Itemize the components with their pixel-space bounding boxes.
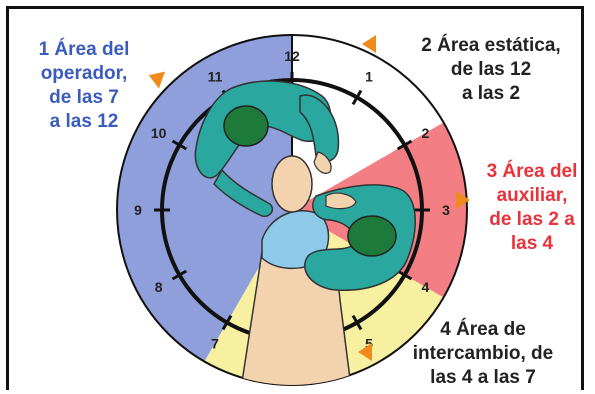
caption-operator-area: 1 Área del operador, de las 7 a las 12 xyxy=(18,38,150,134)
arrow-operator-icon xyxy=(148,71,166,89)
caption-exchange-line-3: las 4 a las 7 xyxy=(430,367,536,388)
caption-operator-line-2: operador, xyxy=(40,63,128,84)
caption-operator-line-3: de las 7 xyxy=(49,87,119,108)
arrow-assistant-icon xyxy=(456,191,470,209)
zone-arrows xyxy=(148,35,470,361)
clock-tick xyxy=(171,269,188,281)
clock-number-10: 10 xyxy=(151,125,167,141)
clock-tick xyxy=(396,139,413,151)
clock-tick xyxy=(396,269,413,281)
dentist-lower-arm xyxy=(213,168,274,218)
patient-head xyxy=(271,155,313,213)
caption-assistant-line-1: 3 Área del xyxy=(486,161,578,182)
caption-static-line-1: 2 Área estática, xyxy=(421,35,561,56)
caption-static-line-2: de las 12 xyxy=(450,59,532,80)
clock-tick xyxy=(351,89,363,106)
clock-number-11: 11 xyxy=(208,69,223,85)
clock-numbers: 121234567891011 xyxy=(134,48,450,372)
caption-exchange-line-2: intercambio, de xyxy=(412,343,554,364)
dentist-hand xyxy=(313,151,332,174)
clock-number-3: 3 xyxy=(442,202,450,218)
dental-scene-illustration xyxy=(194,80,416,385)
caption-operator-line-4: a las 12 xyxy=(49,111,119,132)
caption-static-line-3: a las 2 xyxy=(461,83,521,104)
clock-number-8: 8 xyxy=(155,279,163,295)
caption-operator-line-1: 1 Área del xyxy=(38,39,130,60)
caption-exchange-line-1: 4 Área de xyxy=(440,319,526,340)
dentist-arm xyxy=(299,94,340,163)
clock-number-1: 1 xyxy=(365,69,373,85)
clock-number-9: 9 xyxy=(134,202,142,218)
image-frame xyxy=(6,6,584,390)
clock-number-7: 7 xyxy=(211,335,219,351)
clock-tick xyxy=(171,139,188,151)
caption-assistant-line-4: las 4 xyxy=(510,233,554,254)
arrow-static-icon xyxy=(362,35,376,53)
clock-tick xyxy=(351,314,363,331)
arrow-exchange-icon xyxy=(358,343,372,361)
assistant-head xyxy=(347,215,397,257)
clock-number-12: 12 xyxy=(284,48,300,64)
dentist-head xyxy=(223,105,269,147)
clock-number-5: 5 xyxy=(365,335,373,351)
caption-static-area: 2 Área estática, de las 12 a las 2 xyxy=(396,34,586,106)
clock-number-4: 4 xyxy=(421,279,429,295)
clock-tick xyxy=(221,314,233,331)
caption-assistant-line-3: de las 2 a xyxy=(489,209,575,230)
clock-number-2: 2 xyxy=(421,125,429,141)
caption-assistant-area: 3 Área del auxiliar, de las 2 a las 4 xyxy=(472,160,592,256)
caption-exchange-area: 4 Área de intercambio, de las 4 a las 7 xyxy=(388,318,578,390)
assistant-hand xyxy=(325,192,357,210)
caption-assistant-line-2: auxiliar, xyxy=(496,185,568,206)
